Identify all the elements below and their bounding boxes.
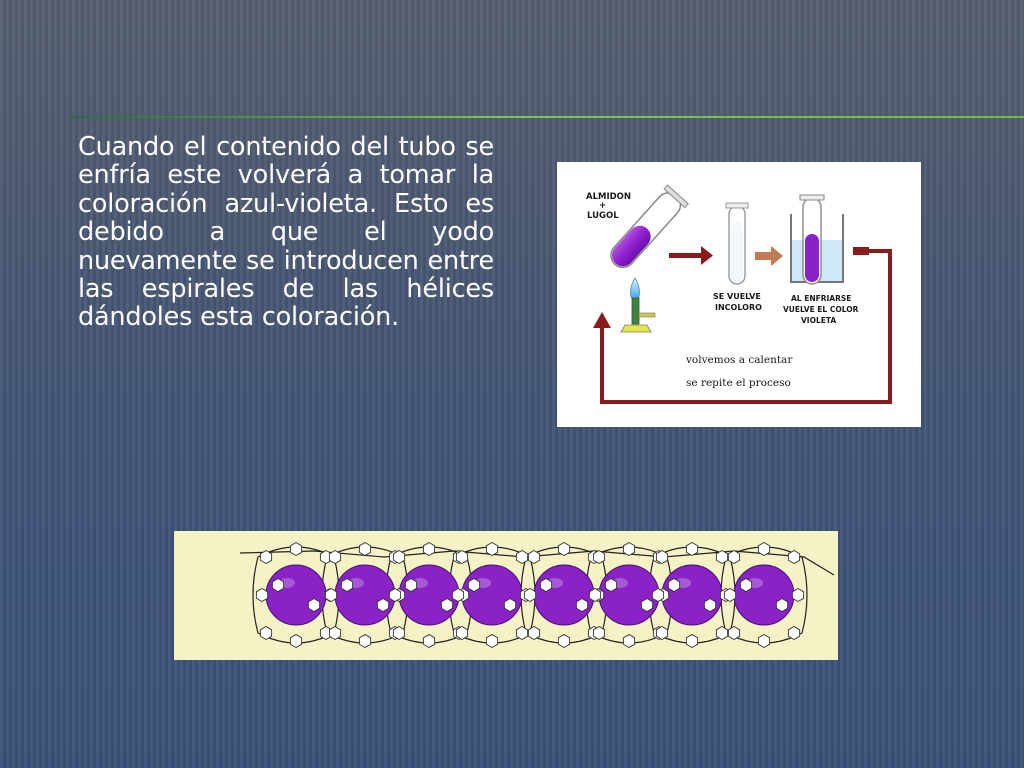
glucose-unit bbox=[715, 625, 729, 641]
label-violeta: VIOLETA bbox=[801, 316, 836, 325]
glucose-unit bbox=[455, 625, 469, 641]
glucose-unit bbox=[503, 597, 517, 613]
slide-body-text: Cuando el contenido del tubo se enfría e… bbox=[78, 132, 494, 333]
glucose-units bbox=[255, 541, 805, 649]
glucose-unit bbox=[685, 633, 699, 649]
glucose-unit bbox=[515, 625, 529, 641]
glucose-unit bbox=[739, 577, 753, 593]
iodine-sphere bbox=[533, 564, 595, 626]
arrow-right-icon bbox=[669, 246, 713, 265]
glucose-unit bbox=[451, 587, 465, 603]
glucose-unit bbox=[575, 597, 589, 613]
glucose-unit bbox=[685, 541, 699, 557]
glucose-unit bbox=[259, 549, 273, 565]
iodine-sphere bbox=[265, 564, 327, 626]
glucose-unit bbox=[667, 577, 681, 593]
glucose-unit bbox=[787, 625, 801, 641]
glucose-unit bbox=[655, 625, 669, 641]
glucose-unit bbox=[392, 549, 406, 565]
glucose-unit bbox=[485, 633, 499, 649]
glucose-unit bbox=[723, 587, 737, 603]
glucose-unit bbox=[655, 549, 669, 565]
starch-iodine-diagram: ALMIDON + LUGOL SE VUELVE INCOLORO bbox=[557, 162, 921, 427]
glucose-unit bbox=[527, 625, 541, 641]
test-tube-violet bbox=[610, 184, 689, 269]
bunsen-burner-icon bbox=[620, 277, 656, 333]
glucose-unit bbox=[651, 587, 665, 603]
glucose-unit bbox=[757, 633, 771, 649]
glucose-unit bbox=[404, 577, 418, 593]
label-almidon: ALMIDON bbox=[586, 192, 631, 202]
helix-svg bbox=[239, 541, 835, 649]
glucose-unit bbox=[467, 577, 481, 593]
cycle-arrow-tail-icon bbox=[853, 247, 869, 255]
glucose-unit bbox=[592, 625, 606, 641]
glucose-unit bbox=[557, 541, 571, 557]
glucose-unit bbox=[440, 597, 454, 613]
glucose-unit bbox=[715, 549, 729, 565]
helix-turn bbox=[720, 546, 808, 644]
glucose-unit bbox=[640, 597, 654, 613]
glucose-unit bbox=[485, 541, 499, 557]
glucose-unit bbox=[791, 587, 805, 603]
glucose-unit bbox=[328, 549, 342, 565]
glucose-unit bbox=[703, 597, 717, 613]
glucose-unit bbox=[622, 541, 636, 557]
title-accent-line bbox=[68, 116, 1024, 118]
glucose-unit bbox=[727, 549, 741, 565]
glucose-unit bbox=[392, 625, 406, 641]
glucose-unit bbox=[527, 549, 541, 565]
iodine-sphere bbox=[733, 564, 795, 626]
glucose-unit bbox=[757, 541, 771, 557]
diagram-svg: ALMIDON + LUGOL SE VUELVE INCOLORO bbox=[586, 184, 892, 404]
caption-volvemos: volvemos a calentar bbox=[685, 354, 793, 366]
iodine-sphere bbox=[334, 564, 396, 626]
label-al-enfriarse: AL ENFRIARSE bbox=[791, 294, 851, 303]
label-vuelve-color: VUELVE EL COLOR bbox=[783, 305, 859, 314]
glucose-unit bbox=[340, 577, 354, 593]
glucose-unit bbox=[255, 587, 269, 603]
amylose-helix-illustration bbox=[174, 531, 838, 660]
label-se-vuelve: SE VUELVE bbox=[713, 292, 761, 301]
glucose-unit bbox=[259, 625, 273, 641]
label-lugol: LUGOL bbox=[587, 211, 619, 221]
glucose-unit bbox=[271, 577, 285, 593]
glucose-unit bbox=[358, 541, 372, 557]
glucose-unit bbox=[324, 587, 338, 603]
cycle-arrow-head-icon bbox=[593, 312, 611, 328]
glucose-unit bbox=[289, 541, 303, 557]
iodine-sphere bbox=[398, 564, 460, 626]
cycle-arrow-icon bbox=[600, 249, 892, 404]
glucose-unit bbox=[307, 597, 321, 613]
glucose-unit bbox=[515, 549, 529, 565]
glucose-unit bbox=[376, 597, 390, 613]
iodine-sphere bbox=[461, 564, 523, 626]
glucose-unit bbox=[289, 633, 303, 649]
iodine-sphere bbox=[598, 564, 660, 626]
glucose-unit bbox=[557, 633, 571, 649]
glucose-unit bbox=[775, 597, 789, 613]
glucose-unit bbox=[539, 577, 553, 593]
label-plus: + bbox=[599, 201, 606, 211]
glucose-unit bbox=[604, 577, 618, 593]
test-tube-clear bbox=[725, 202, 749, 285]
glucose-unit bbox=[523, 587, 537, 603]
glucose-unit bbox=[422, 633, 436, 649]
helix-backbone bbox=[239, 550, 835, 576]
caption-se-repite: se repite el proceso bbox=[686, 377, 791, 389]
label-incoloro: INCOLORO bbox=[715, 303, 762, 312]
iodine-sphere bbox=[661, 564, 723, 626]
glucose-unit bbox=[422, 541, 436, 557]
beaker-with-tube bbox=[790, 194, 844, 285]
arrow-right-small-icon bbox=[755, 246, 783, 266]
glucose-unit bbox=[455, 549, 469, 565]
glucose-unit bbox=[328, 625, 342, 641]
glucose-unit bbox=[358, 633, 372, 649]
glucose-unit bbox=[388, 587, 402, 603]
glucose-unit bbox=[622, 633, 636, 649]
glucose-unit bbox=[727, 625, 741, 641]
glucose-unit bbox=[787, 549, 801, 565]
glucose-unit bbox=[592, 549, 606, 565]
glucose-unit bbox=[588, 587, 602, 603]
